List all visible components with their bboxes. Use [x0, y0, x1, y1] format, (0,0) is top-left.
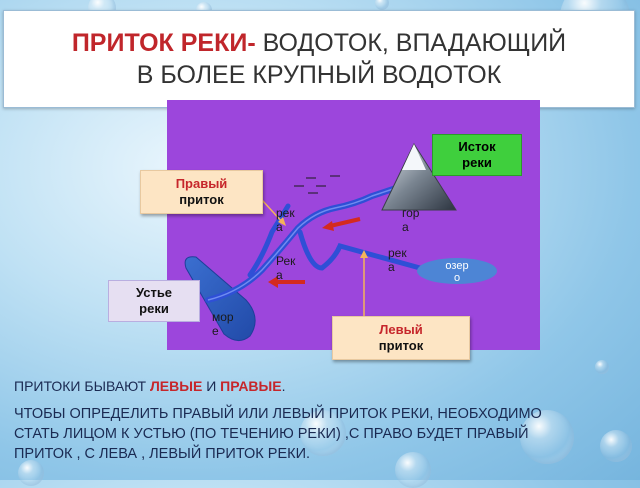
bubble-decoration: [520, 410, 574, 464]
label-left-tributary: Левый приток: [332, 316, 470, 360]
right-tributary-river: [247, 203, 291, 278]
word-reka-3-a: рек: [388, 246, 407, 260]
title-term: ПРИТОК РЕКИ-: [71, 29, 256, 57]
label-right-tributary: Правый приток: [140, 170, 263, 214]
title-line-2: В БОЛЕЕ КРУПНЫЙ ВОДОТОК: [136, 61, 502, 89]
word-ozero-a: озер: [445, 260, 469, 272]
lake-shape: озер о: [417, 258, 497, 284]
red-arrow-right-trib: [322, 217, 361, 231]
rule-line-1: ЧТОБЫ ОПРЕДЕЛИТЬ ПРАВЫЙ ИЛИ ЛЕВЫЙ ПРИТОК…: [14, 406, 542, 422]
title-definition-1: ВОДОТОК, ВПАДАЮЩИЙ: [255, 29, 567, 57]
label-mouth: Устье реки: [108, 280, 200, 322]
word-reka-2: Рек а: [276, 254, 295, 282]
tributary-types-line: ПРИТОКИ БЫВАЮТ ЛЕВЫЕ И ПРАВЫЕ.: [14, 376, 285, 396]
word-more: мор е: [212, 310, 234, 338]
mountain-icon: [381, 142, 457, 211]
word-gora: гор а: [402, 206, 419, 234]
body-line1-suffix: .: [281, 378, 286, 394]
body-left-word: ЛЕВЫЕ: [149, 378, 203, 394]
rule-paragraph: ЧТОБЫ ОПРЕДЕЛИТЬ ПРАВЫЙ ИЛИ ЛЕВЫЙ ПРИТОК…: [14, 404, 542, 464]
body-line1-prefix: ПРИТОКИ БЫВАЮТ: [14, 378, 150, 394]
body-right-word: ПРАВЫЕ: [220, 378, 282, 394]
right-tributary-pointer-head: [278, 217, 286, 226]
body-line1-mid: И: [202, 378, 221, 394]
rule-line-2: СТАТЬ ЛИЦОМ К УСТЬЮ (ПО ТЕЧЕНИЮ РЕКИ) ,С…: [14, 426, 529, 442]
word-reka-3: рек а: [388, 246, 407, 274]
main-river-highlight: [207, 187, 397, 301]
label-istok-line1: Исток: [458, 139, 496, 154]
word-reka-1: рек а: [276, 206, 295, 234]
bubble-decoration: [375, 0, 389, 10]
word-reka-2-a: Рек: [276, 254, 296, 268]
left-tributary-pointer-head: [360, 250, 368, 258]
rule-line-3: ПРИТОК , С ЛЕВА , ЛЕВЫЙ ПРИТОК РЕКИ.: [14, 446, 311, 462]
word-more-b: е: [212, 324, 219, 338]
bubble-decoration: [600, 430, 632, 462]
word-ozero-b: о: [453, 272, 461, 284]
left-tributary-river: [297, 229, 423, 271]
label-istok: Исток реки: [432, 134, 522, 176]
title-box: ПРИТОК РЕКИ- ВОДОТОК, ВПАДАЮЩИЙ В БОЛЕЕ …: [3, 10, 635, 108]
label-right-tributary-line2: приток: [179, 192, 224, 207]
word-gora-b: а: [402, 220, 409, 234]
label-mouth-line2: реки: [139, 301, 169, 316]
label-right-tributary-line1: Правый: [175, 176, 228, 191]
red-arrow-main: [268, 276, 305, 288]
word-more-a: мор: [212, 310, 234, 324]
title-line-1: ПРИТОК РЕКИ- ВОДОТОК, ВПАДАЮЩИЙ: [4, 27, 634, 59]
word-gora-a: гор: [402, 206, 420, 220]
label-mouth-line1: Устье: [135, 285, 173, 300]
word-reka-3-b: а: [388, 260, 395, 274]
label-istok-line2: реки: [462, 155, 492, 170]
word-reka-2-b: а: [276, 268, 283, 282]
bubble-decoration: [595, 360, 609, 374]
label-left-tributary-line2: приток: [378, 338, 424, 353]
word-reka-1-a: рек: [276, 206, 295, 220]
label-left-tributary-line1: Левый: [379, 322, 423, 337]
bubble-decoration: [300, 410, 346, 456]
word-reka-1-b: а: [276, 220, 283, 234]
mountain-snow: [402, 144, 426, 170]
grass-marks: [294, 175, 340, 194]
